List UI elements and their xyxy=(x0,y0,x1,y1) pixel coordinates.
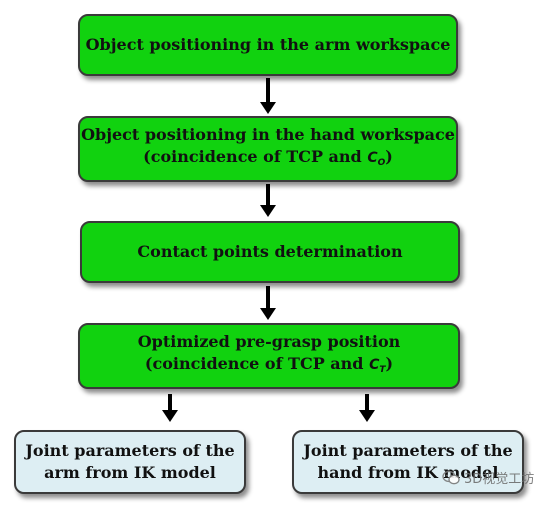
watermark: 3D视觉工坊 xyxy=(442,468,534,487)
step-hand-workspace: Object positioning in the hand workspace… xyxy=(78,116,458,182)
symbol-c-o: CO xyxy=(367,150,386,168)
output-arm-line1: Joint parameters of the xyxy=(25,441,235,460)
step-hand-workspace-line2: (coincidence of TCP and CO) xyxy=(143,147,393,168)
step-contact-points: Contact points determination xyxy=(80,221,460,283)
step-arm-workspace: Object positioning in the arm workspace xyxy=(78,14,458,76)
step-pregrasp: Optimized pre-grasp position (coincidenc… xyxy=(78,323,460,389)
step-arm-workspace-label: Object positioning in the arm workspace xyxy=(85,35,451,54)
output-arm-joint-parameters: Joint parameters of the arm from IK mode… xyxy=(14,430,246,494)
output-arm-line2: arm from IK model xyxy=(44,463,216,482)
wechat-icon xyxy=(442,470,460,484)
watermark-text: 3D视觉工坊 xyxy=(464,472,535,487)
step-contact-points-label: Contact points determination xyxy=(137,242,403,261)
step-pregrasp-line2: (coincidence of TCP and CT) xyxy=(144,354,394,375)
output-hand-line1: Joint parameters of the xyxy=(303,441,513,460)
step-hand-workspace-line1: Object positioning in the hand workspace xyxy=(81,125,455,144)
step-pregrasp-line1: Optimized pre-grasp position xyxy=(137,332,401,351)
symbol-c-t: CT xyxy=(369,357,386,375)
